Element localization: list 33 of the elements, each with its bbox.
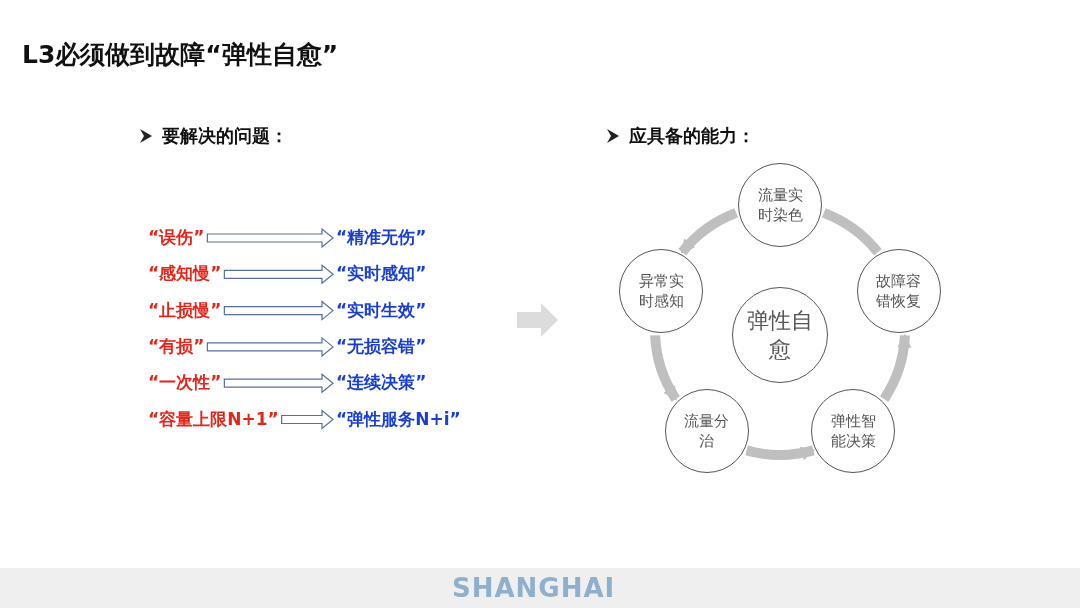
center-circle: 弹性自愈: [732, 287, 828, 383]
section-heading: 应具备的能力：: [629, 125, 755, 147]
problem-text: “有损”: [148, 334, 205, 357]
capability-circle: 弹性智能决策: [811, 389, 896, 474]
goal-text: “实时感知”: [336, 262, 427, 285]
hollow-arrow: [223, 264, 334, 285]
problem-text: “一次性”: [148, 371, 222, 394]
capability-circle: 异常实时感知: [619, 249, 704, 334]
hollow-arrow: [206, 227, 334, 249]
cycle-arrow: [745, 445, 816, 460]
goal-text: “实时生效”: [336, 298, 427, 321]
goal-text: “弹性服务N+i”: [336, 407, 461, 430]
problem-text: “容量上限N+1”: [148, 407, 279, 430]
section-heading: 要解决的问题：: [162, 125, 288, 147]
capability-circle: 故障容错恢复: [856, 249, 941, 334]
hollow-arrow: [281, 409, 334, 430]
problem-text: “误伤”: [148, 226, 205, 248]
goal-text: “无损容错”: [336, 334, 427, 357]
goal-text: “连续决策”: [336, 371, 427, 394]
cycle-arrow: [650, 334, 681, 402]
cycle-arrow: [678, 208, 739, 256]
capability-circle: 流量分治: [664, 389, 749, 474]
goal-text: “精准无伤”: [336, 226, 427, 248]
cycle-arrow: [879, 333, 911, 402]
footer-text: SHANGHAI: [452, 573, 616, 603]
problem-text: “感知慢”: [148, 262, 222, 285]
hollow-arrow: [223, 372, 334, 394]
problem-text: “止损慢”: [148, 298, 222, 321]
ring-segment: [821, 208, 882, 256]
slide-title: L3必须做到故障“弹性自愈”: [22, 39, 339, 71]
capability-circle: 流量实时染色: [738, 163, 822, 247]
hollow-arrow: [206, 336, 334, 358]
hollow-arrow: [223, 300, 334, 321]
